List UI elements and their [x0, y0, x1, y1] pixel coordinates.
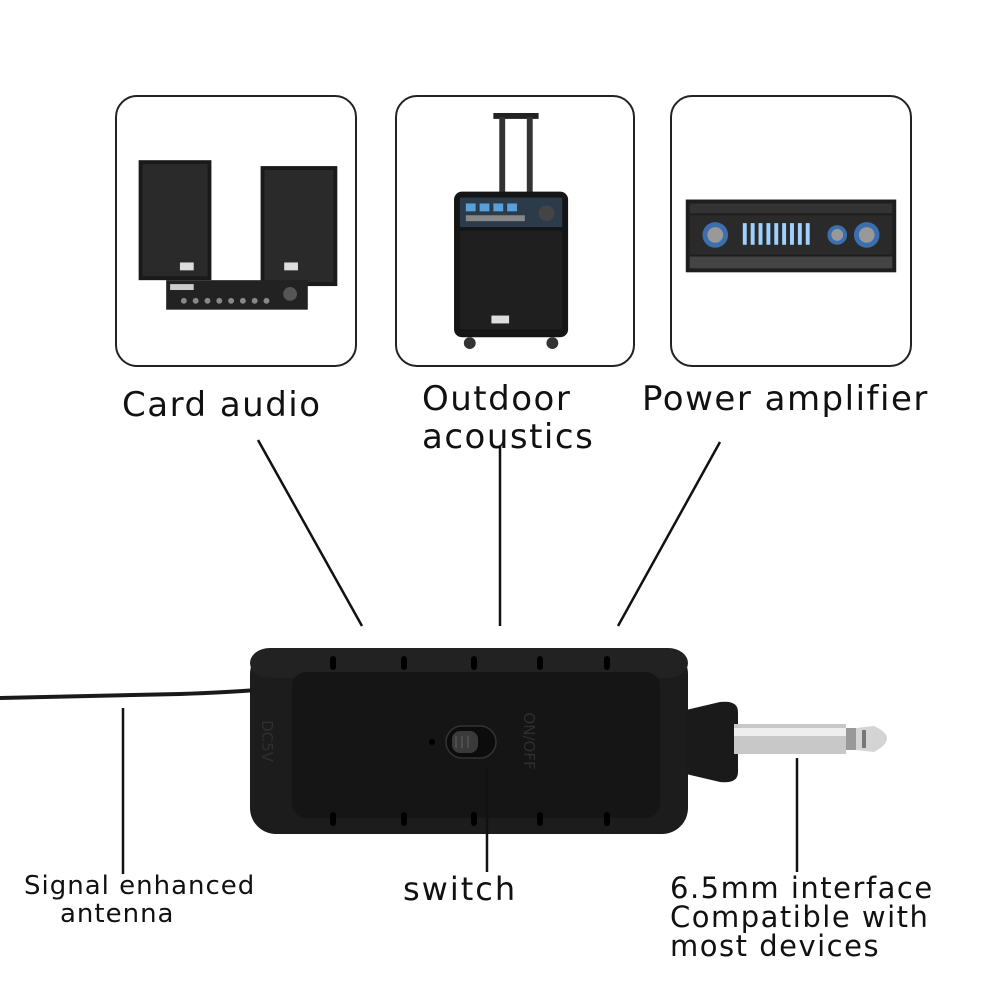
outdoor-acoustics-line-2: acoustics	[422, 417, 595, 457]
antenna-label: Signal enhanced antenna	[24, 872, 255, 928]
dc5v-marking: DC5V	[258, 720, 276, 763]
trolley-speaker-image	[454, 113, 569, 349]
interface-label: 6.5mm interface Compatible with most dev…	[670, 874, 934, 961]
power-switch[interactable]	[445, 725, 497, 759]
interface-line-2: Compatible with	[670, 900, 930, 934]
pointer-line-power	[616, 441, 722, 627]
antenna-line-1: Signal enhanced	[24, 871, 256, 901]
antenna-cable	[0, 688, 257, 700]
on-off-marking: ON/OFF	[520, 712, 538, 769]
indicator-led	[429, 739, 435, 745]
interface-line-1: 6.5mm interface	[670, 871, 934, 905]
outdoor-acoustics-panel	[395, 95, 635, 367]
power-amplifier-panel	[670, 95, 912, 367]
power-amplifier-label: Power amplifier	[642, 379, 929, 419]
switch-label: switch	[403, 870, 518, 908]
audio-jack-plug	[686, 701, 887, 783]
outdoor-acoustics-line-1: Outdoor	[422, 379, 572, 419]
card-audio-panel	[115, 95, 357, 367]
wireless-receiver-device: DC5V ON/OFF	[250, 648, 688, 834]
interface-line-3: most devices	[670, 929, 881, 963]
antenna-line-2: antenna	[60, 899, 175, 929]
card-audio-label: Card audio	[122, 385, 322, 425]
outdoor-acoustics-label: Outdoor acoustics	[422, 380, 594, 456]
amplifier-image	[685, 199, 897, 273]
pointer-line-card-audio	[256, 439, 364, 627]
speakers-and-mixer-image	[138, 160, 338, 310]
